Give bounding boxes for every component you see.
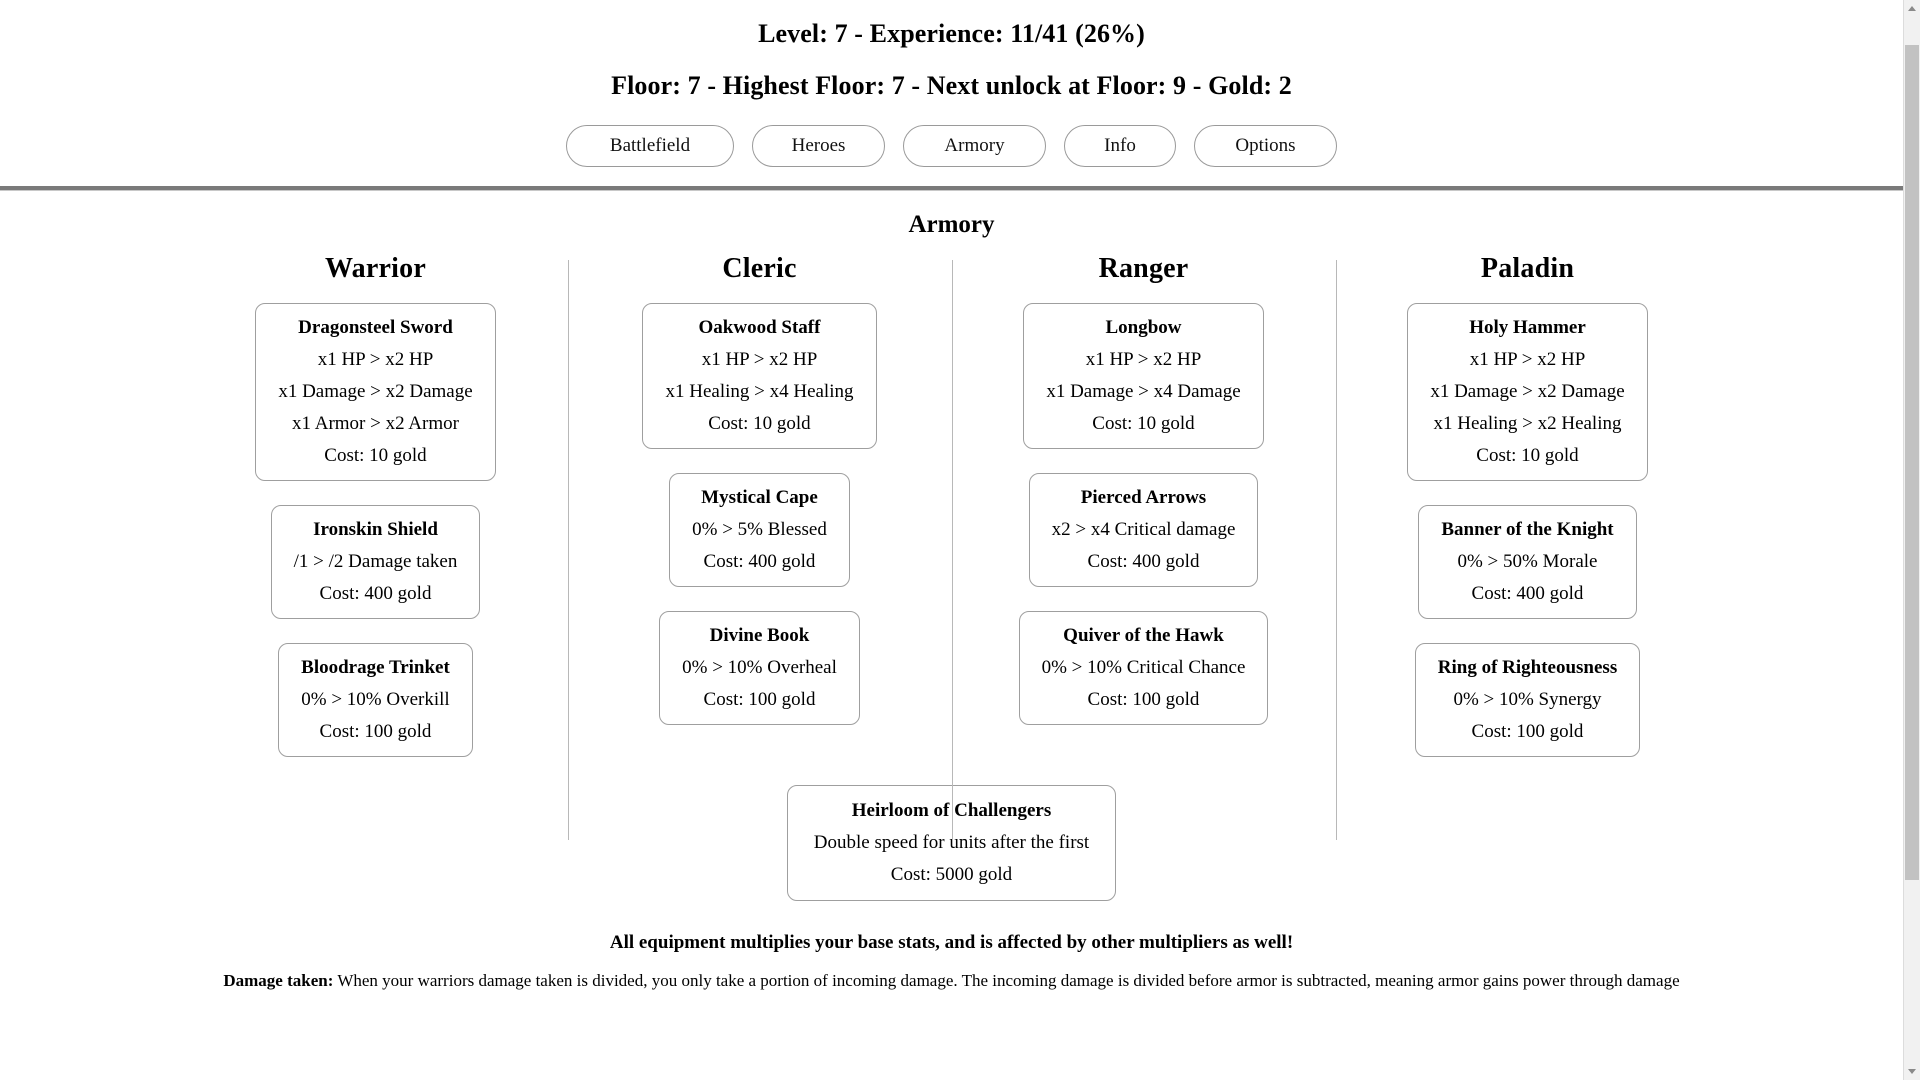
item-effect: x1 Damage > x2 Damage	[278, 381, 473, 402]
page-title: Armory	[908, 211, 995, 238]
item-effect: 0% > 10% Overheal	[682, 657, 837, 678]
heirloom-section: Heirloom of Challengers Double speed for…	[0, 785, 1903, 901]
item-name: Oakwood Staff	[698, 317, 821, 338]
item-name: Ring of Righteousness	[1437, 657, 1618, 678]
footer-note-label: Damage taken:	[223, 971, 334, 990]
item-effect: x1 HP > x2 HP	[317, 349, 434, 370]
item-name: Longbow	[1105, 317, 1182, 338]
item-effect: Double speed for units after the first	[813, 832, 1090, 853]
item-effect: 0% > 50% Morale	[1457, 551, 1598, 572]
item-card-longbow[interactable]: Longbow x1 HP > x2 HP x1 Damage > x4 Dam…	[1023, 303, 1264, 449]
item-effect: 0% > 5% Blessed	[692, 519, 827, 540]
class-column-paladin: Paladin Holy Hammer x1 HP > x2 HP x1 Dam…	[1335, 253, 1720, 840]
item-effect: x1 Armor > x2 Armor	[292, 413, 459, 434]
class-column-ranger: Ranger Longbow x1 HP > x2 HP x1 Damage >…	[951, 253, 1336, 840]
item-effect: /1 > /2 Damage taken	[293, 551, 458, 572]
item-cost: Cost: 10 gold	[1476, 445, 1579, 466]
item-cost: Cost: 100 gold	[1087, 689, 1200, 710]
item-name: Banner of the Knight	[1441, 519, 1614, 540]
nav-button-armory[interactable]: Armory	[903, 125, 1046, 167]
item-effect: x1 HP > x2 HP	[701, 349, 818, 370]
item-effect: x2 > x4 Critical damage	[1051, 519, 1236, 540]
item-cost: Cost: 400 gold	[1087, 551, 1200, 572]
item-effect: 0% > 10% Critical Chance	[1041, 657, 1246, 678]
nav-button-heroes[interactable]: Heroes	[752, 125, 885, 167]
item-card-ring-of-righteousness[interactable]: Ring of Righteousness 0% > 10% Synergy C…	[1414, 643, 1641, 757]
item-cost: Cost: 10 gold	[708, 413, 811, 434]
chevron-up-icon	[1908, 6, 1916, 11]
item-effect: x1 Healing > x4 Healing	[665, 381, 854, 402]
item-card-banner-of-the-knight[interactable]: Banner of the Knight 0% > 50% Morale Cos…	[1418, 505, 1637, 619]
footer-note-text: When your warriors damage taken is divid…	[333, 971, 1680, 990]
status-header: Level: 7 - Experience: 11/41 (26%) Floor…	[0, 0, 1903, 167]
item-name: Holy Hammer	[1469, 317, 1586, 338]
class-column-warrior: Warrior Dragonsteel Sword x1 HP > x2 HP …	[184, 255, 568, 781]
floor-gold-line: Floor: 7 - Highest Floor: 7 - Next unloc…	[611, 71, 1292, 100]
nav-button-options[interactable]: Options	[1194, 125, 1337, 167]
item-effect: x1 HP > x2 HP	[1085, 349, 1202, 370]
item-card-pierced-arrows[interactable]: Pierced Arrows x2 > x4 Critical damage C…	[1028, 473, 1259, 587]
column-title-warrior: Warrior	[325, 253, 426, 284]
item-cost: Cost: 5000 gold	[890, 864, 1013, 885]
item-card-dragonsteel-sword[interactable]: Dragonsteel Sword x1 HP > x2 HP x1 Damag…	[255, 303, 496, 481]
class-column-cleric: Cleric Oakwood Staff x1 HP > x2 HP x1 He…	[567, 253, 952, 840]
armory-columns: Warrior Dragonsteel Sword x1 HP > x2 HP …	[0, 253, 1903, 840]
chevron-down-icon	[1908, 1069, 1916, 1074]
scroll-up-button[interactable]	[1904, 0, 1920, 17]
footer-info: All equipment multiplies your base stats…	[0, 933, 1903, 991]
item-cost: Cost: 10 gold	[324, 445, 427, 466]
item-card-mystical-cape[interactable]: Mystical Cape 0% > 5% Blessed Cost: 400 …	[669, 473, 850, 587]
item-name: Divine Book	[709, 625, 810, 646]
item-effect: x1 Damage > x2 Damage	[1430, 381, 1625, 402]
vertical-scrollbar[interactable]	[1903, 0, 1920, 1080]
item-effect: 0% > 10% Overkill	[301, 689, 450, 710]
item-effect: 0% > 10% Synergy	[1453, 689, 1602, 710]
item-cost: Cost: 10 gold	[1092, 413, 1195, 434]
scroll-down-button[interactable]	[1904, 1063, 1920, 1080]
item-name: Heirloom of Challengers	[851, 800, 1052, 821]
item-cost: Cost: 100 gold	[319, 721, 432, 742]
item-card-quiver-of-the-hawk[interactable]: Quiver of the Hawk 0% > 10% Critical Cha…	[1018, 611, 1269, 725]
item-card-heirloom-of-challengers[interactable]: Heirloom of Challengers Double speed for…	[786, 785, 1117, 901]
nav-button-info[interactable]: Info	[1064, 125, 1176, 167]
item-card-oakwood-staff[interactable]: Oakwood Staff x1 HP > x2 HP x1 Healing >…	[642, 303, 877, 449]
main-nav: Battlefield Heroes Armory Info Options	[0, 125, 1903, 167]
footer-damage-taken-note: Damage taken: When your warriors damage …	[12, 971, 1891, 991]
scrollbar-thumb[interactable]	[1905, 45, 1919, 880]
item-effect: x1 Damage > x4 Damage	[1046, 381, 1241, 402]
column-title-cleric: Cleric	[722, 253, 797, 284]
column-title-paladin: Paladin	[1480, 253, 1575, 284]
nav-button-battlefield[interactable]: Battlefield	[566, 125, 734, 167]
item-name: Pierced Arrows	[1080, 487, 1207, 508]
column-title-ranger: Ranger	[1098, 253, 1189, 284]
item-card-bloodrage-trinket[interactable]: Bloodrage Trinket 0% > 10% Overkill Cost…	[278, 643, 473, 757]
item-name: Quiver of the Hawk	[1063, 625, 1224, 646]
item-cost: Cost: 400 gold	[1471, 583, 1584, 604]
footer-headline: All equipment multiplies your base stats…	[609, 932, 1294, 953]
item-cost: Cost: 400 gold	[319, 583, 432, 604]
item-card-ironskin-shield[interactable]: Ironskin Shield /1 > /2 Damage taken Cos…	[270, 505, 481, 619]
item-name: Ironskin Shield	[313, 519, 438, 540]
item-effect: x1 HP > x2 HP	[1469, 349, 1586, 370]
item-cost: Cost: 400 gold	[703, 551, 816, 572]
item-name: Dragonsteel Sword	[298, 317, 453, 338]
item-name: Mystical Cape	[701, 487, 818, 508]
level-experience-line: Level: 7 - Experience: 11/41 (26%)	[758, 19, 1145, 48]
item-cost: Cost: 100 gold	[703, 689, 816, 710]
item-effect: x1 Healing > x2 Healing	[1433, 413, 1622, 434]
header-divider	[0, 186, 1903, 190]
item-name: Bloodrage Trinket	[301, 657, 450, 678]
item-card-holy-hammer[interactable]: Holy Hammer x1 HP > x2 HP x1 Damage > x2…	[1407, 303, 1648, 481]
item-card-divine-book[interactable]: Divine Book 0% > 10% Overheal Cost: 100 …	[659, 611, 860, 725]
item-cost: Cost: 100 gold	[1471, 721, 1584, 742]
